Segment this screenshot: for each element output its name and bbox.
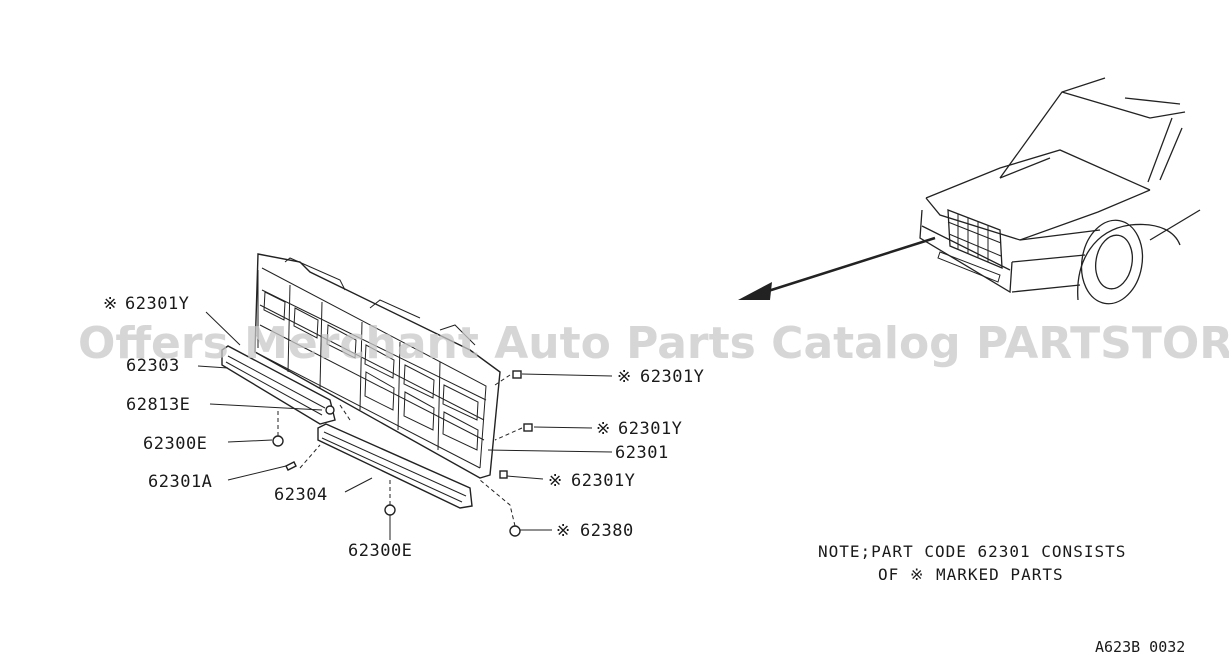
leader-lines <box>197 311 613 540</box>
part-labels: ※ 62301Y 62303 62813E 62300E 62301A 6230… <box>103 294 704 561</box>
note-line-1: NOTE;PART CODE 62301 CONSISTS <box>818 542 1126 561</box>
molding-62304 <box>317 423 473 509</box>
dashed-lines <box>277 374 523 527</box>
pointer-arrow <box>738 236 936 300</box>
part-label-62301y-right-3: 62301Y <box>571 471 635 491</box>
note-line-2-suffix: MARKED PARTS <box>936 565 1064 584</box>
watermark: Offers Merchant Auto Parts Catalog PARTS… <box>78 318 1229 369</box>
part-label-62301y-right-1: 62301Y <box>640 367 704 387</box>
asterisk-mark: ※ <box>910 565 924 584</box>
asterisk-mark: ※ <box>556 521 571 541</box>
part-label-62304: 62304 <box>274 485 328 505</box>
part-label-62813e: 62813E <box>126 395 190 415</box>
car-illustration <box>919 77 1201 305</box>
molding-62303 <box>221 345 336 425</box>
part-label-62300e-bottom: 62300E <box>348 541 412 561</box>
part-label-62301y-right-2: 62301Y <box>618 419 682 439</box>
part-label-62380: 62380 <box>580 521 634 541</box>
note-line-2-prefix: OF <box>878 565 899 584</box>
part-label-62301: 62301 <box>615 443 669 463</box>
asterisk-mark: ※ <box>596 419 611 439</box>
part-label-62301y-top-left: 62301Y <box>125 294 189 314</box>
part-label-62301a: 62301A <box>148 472 212 492</box>
asterisk-mark: ※ <box>548 471 563 491</box>
part-label-62300e-left: 62300E <box>143 434 207 454</box>
note: NOTE;PART CODE 62301 CONSISTS OF ※ MARKE… <box>818 542 1126 584</box>
part-label-62303: 62303 <box>126 356 180 376</box>
diagram-code: A623B 0032 <box>1095 638 1185 656</box>
grille-62301 <box>254 253 501 479</box>
asterisk-mark: ※ <box>103 294 118 314</box>
asterisk-mark: ※ <box>617 367 632 387</box>
